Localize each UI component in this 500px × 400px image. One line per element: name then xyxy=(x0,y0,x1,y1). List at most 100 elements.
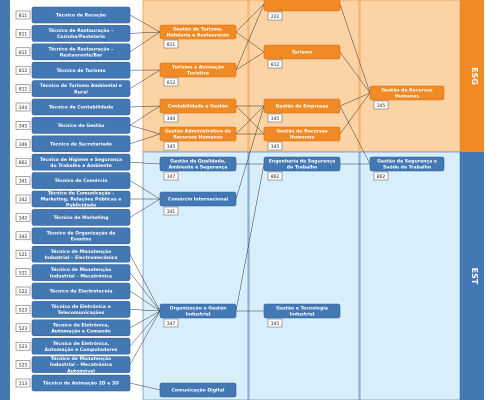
course-box[interactable] xyxy=(31,356,131,373)
ctesp-box[interactable] xyxy=(159,191,237,207)
mestrado-label-line: Gestão da Segurança e xyxy=(377,159,437,165)
course-box[interactable] xyxy=(31,135,131,153)
course-label-line: Automóvel xyxy=(67,367,95,374)
ctesp-code-box xyxy=(163,141,179,151)
course-box[interactable] xyxy=(31,190,131,208)
course-box[interactable] xyxy=(31,374,131,392)
course-label-line: Eventos xyxy=(71,236,92,242)
licenciatura-box[interactable] xyxy=(263,0,341,12)
course-box[interactable] xyxy=(31,337,131,355)
course-label-line: Cozinha/Pastelaria xyxy=(57,34,105,40)
course-box[interactable] xyxy=(31,80,131,97)
course-box[interactable] xyxy=(31,25,131,42)
course-box[interactable] xyxy=(31,153,131,171)
ctesp-box[interactable] xyxy=(159,156,237,172)
course-label-line: Automação e Comando xyxy=(51,328,111,334)
course-box[interactable] xyxy=(31,282,131,300)
licenciatura-code: 222 xyxy=(271,14,280,20)
course-code: 342 xyxy=(19,215,28,221)
course-code-box xyxy=(15,29,31,38)
course-code: 811 xyxy=(19,50,28,56)
course-code: 345 xyxy=(19,123,28,129)
course-box[interactable] xyxy=(31,227,131,245)
licenciatura-box[interactable] xyxy=(263,98,341,114)
course-box[interactable] xyxy=(31,245,131,263)
course-code-box xyxy=(15,341,31,351)
licenciatura-code-box xyxy=(267,318,283,328)
licenciatura-item[interactable]: 222 xyxy=(263,0,341,21)
ctesp-item[interactable]: Comunicação Digital xyxy=(159,382,237,398)
connector xyxy=(129,105,161,126)
ctesp-box[interactable] xyxy=(159,382,237,398)
course-box[interactable] xyxy=(31,117,131,134)
course-box[interactable] xyxy=(31,319,131,337)
course-box[interactable] xyxy=(31,172,131,189)
course-code-box xyxy=(15,213,31,222)
ctesp-item[interactable]: Gestão de Turismo,Hotelaria e Restauraçã… xyxy=(159,24,237,49)
course-box[interactable] xyxy=(31,264,131,281)
ctesp-box[interactable] xyxy=(159,24,237,40)
licenciatura-code-box xyxy=(267,59,283,69)
licenciatura-box[interactable] xyxy=(263,126,341,142)
course-box[interactable] xyxy=(31,61,131,79)
licenciatura-box[interactable] xyxy=(263,44,341,60)
mestrado-box[interactable] xyxy=(369,85,445,101)
course-box[interactable] xyxy=(31,43,131,61)
licenciatura-box[interactable] xyxy=(263,303,341,319)
course-code-box xyxy=(15,47,31,57)
licenciatura-code-box xyxy=(267,11,283,21)
course-box[interactable] xyxy=(31,301,131,318)
course-box[interactable] xyxy=(31,6,131,24)
ctesp-code: 341 xyxy=(167,209,176,215)
ctesp-box[interactable] xyxy=(159,126,237,142)
ctesp-box[interactable] xyxy=(159,98,237,114)
ctesp-box[interactable] xyxy=(159,303,237,319)
course-box[interactable] xyxy=(31,209,131,226)
ctesp-code: 811 xyxy=(167,42,176,48)
course-box[interactable] xyxy=(31,98,131,116)
licenciatura-box[interactable] xyxy=(263,156,341,172)
ctesp-item[interactable]: Gestão da Qualidade,Ambiente e Segurança… xyxy=(159,156,237,181)
mestrado-code-box xyxy=(373,171,389,181)
connector xyxy=(129,310,161,329)
course-label-line: Técnico de Eletrónica, xyxy=(53,340,110,347)
connector xyxy=(339,51,371,94)
mestrado-box[interactable] xyxy=(369,156,445,172)
course-code: 862 xyxy=(19,160,28,166)
course-code-box xyxy=(15,65,31,75)
ctesp-box[interactable] xyxy=(159,62,237,78)
